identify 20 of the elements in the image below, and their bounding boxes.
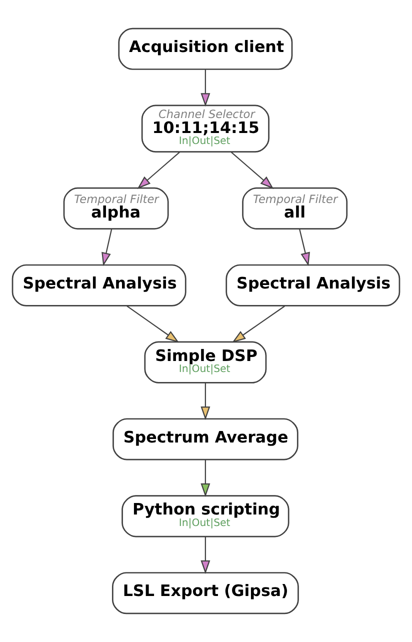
node-box: Temporal Filter alpha (63, 187, 169, 230)
arrow (200, 460, 210, 497)
arrow (230, 152, 274, 189)
arrow (200, 70, 210, 107)
arrow (232, 306, 285, 343)
arrow (299, 229, 310, 266)
node-box: Spectral Analysis (12, 264, 186, 306)
node-box: Spectral Analysis (226, 264, 400, 306)
arrow (102, 229, 112, 266)
arrow (126, 306, 180, 343)
node-box: Simple DSP In|Out|Set (144, 341, 267, 384)
node-box: Spectrum Average (112, 418, 298, 460)
node-box: Acquisition client (118, 28, 293, 70)
arrow (200, 383, 210, 420)
node-box: Channel Selector 10:11;14:15 In|Out|Set (141, 104, 270, 153)
node-box: LSL Export (Gipsa) (112, 572, 299, 614)
node-box: Python scripting In|Out|Set (122, 495, 290, 538)
node-box: Temporal Filter all (242, 187, 348, 230)
arrow (200, 536, 210, 574)
arrow (137, 152, 180, 189)
